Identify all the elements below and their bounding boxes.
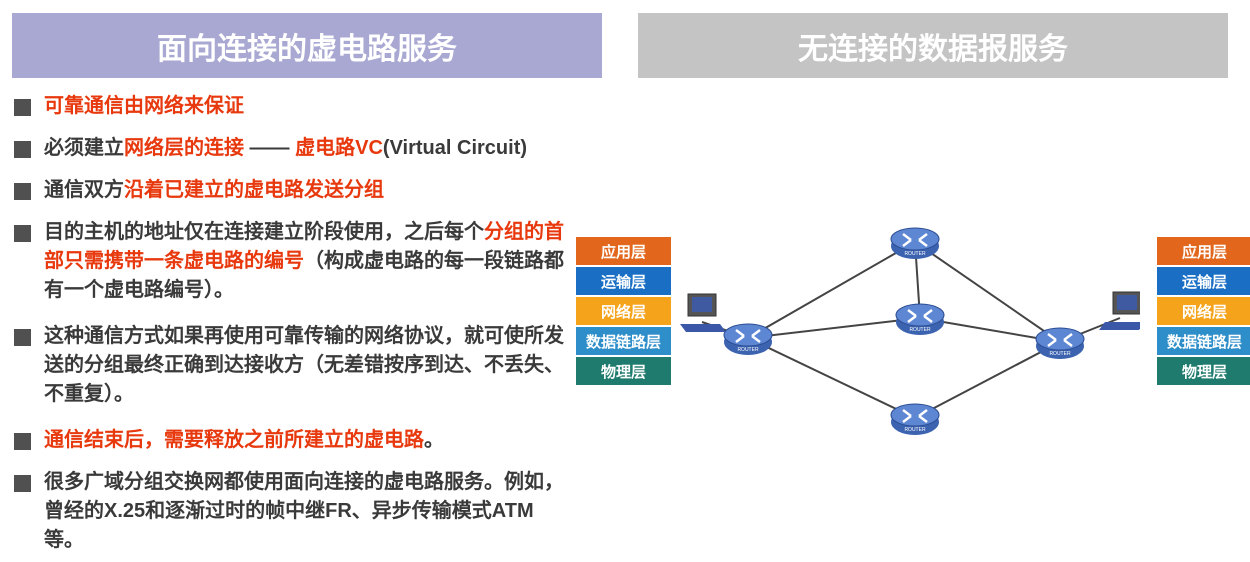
router-icon: ROUTER (890, 227, 940, 259)
bullet-text: 通信双方 (44, 179, 124, 201)
host-left-icon (680, 293, 726, 332)
bullet-text: 目的主机的地址仅在连接建立阶段使用，之后每个 (44, 221, 484, 243)
bullet-text: 沿着已建立的虚电路发送分组 (124, 179, 384, 201)
bullet-item: 通信结束后，需要释放之前所建立的虚电路。 (12, 426, 564, 455)
link (914, 341, 1061, 419)
layer-5: 物理层 (576, 357, 671, 385)
protocol-stack-right: 应用层运输层网络层数据链路层物理层 (1157, 237, 1250, 387)
bullet-item: 通信双方沿着已建立的虚电路发送分组 (12, 176, 644, 205)
protocol-stack-left: 应用层运输层网络层数据链路层物理层 (576, 237, 671, 387)
network-diagram: ROUTER ROUTER ROUTER ROUTER ROUTER (680, 227, 1140, 435)
router-label: ROUTER (737, 347, 759, 353)
layer-4: 数据链路层 (576, 327, 671, 355)
bullet-text: (Virtual Circuit) (382, 137, 528, 159)
router-icon: ROUTER (723, 323, 773, 355)
link (747, 337, 916, 419)
router-label: ROUTER (1049, 351, 1071, 357)
bullet-text: 必须建立 (44, 137, 124, 159)
bullet-text: 虚电路VC (295, 137, 383, 159)
router-icon: ROUTER (890, 403, 940, 435)
layer-2: 运输层 (576, 267, 671, 295)
bullet-square-icon (14, 141, 31, 158)
bullet-square-icon (14, 475, 31, 492)
bullet-item: 很多广域分组交换网都使用面向连接的虚电路服务。例如，曾经的X.25和逐渐过时的帧… (12, 468, 564, 555)
bullet-text: —— (244, 137, 296, 159)
link (747, 317, 921, 339)
bullet-text: （构成虚电路的每一段链路都有一个虚电路编号）。 (44, 250, 564, 301)
bullet-item: 目的主机的地址仅在连接建立阶段使用，之后每个分组的首部只需携带一条虚电路的编号（… (12, 218, 564, 305)
router-icon: ROUTER (1035, 327, 1085, 359)
header-right-label: 无连接的数据报服务 (798, 32, 1068, 66)
bullet-item: 必须建立网络层的连接 —— 虚电路VC(Virtual Circuit) (12, 134, 644, 163)
header-left-label: 面向连接的虚电路服务 (157, 32, 457, 66)
router-label: ROUTER (904, 251, 926, 257)
host-right-icon (1099, 291, 1140, 330)
layer-1: 应用层 (576, 237, 671, 265)
layer-5: 物理层 (1157, 357, 1250, 385)
bullet-text: 网络层的连接 (124, 137, 244, 159)
header-connection-oriented: 面向连接的虚电路服务 (12, 13, 602, 78)
header-connectionless: 无连接的数据报服务 (638, 13, 1228, 78)
layer-1: 应用层 (1157, 237, 1250, 265)
bullet-text: 通信结束后，需要释放之前所建立的虚电路 (44, 429, 424, 451)
layer-2: 运输层 (1157, 267, 1250, 295)
layer-4: 数据链路层 (1157, 327, 1250, 355)
bullet-text: 这种通信方式如果再使用可靠传输的网络协议，就可使所发送的分组最终正确到达接收方（… (44, 325, 564, 405)
router-icon: ROUTER (895, 303, 945, 335)
bullet-text: 分组的首部只需携带一条虚电路的编号 (44, 221, 564, 272)
bullet-square-icon (14, 329, 31, 346)
bullet-text: 。 (424, 429, 444, 451)
link (747, 241, 916, 339)
bullet-square-icon (14, 99, 31, 116)
bullet-square-icon (14, 225, 31, 242)
router-label: ROUTER (909, 327, 931, 333)
layer-3: 网络层 (576, 297, 671, 325)
bullet-item: 可靠通信由网络来保证 (12, 92, 644, 121)
bullet-square-icon (14, 183, 31, 200)
bullet-text: 很多广域分组交换网都使用面向连接的虚电路服务。例如，曾经的X.25和逐渐过时的帧… (44, 471, 564, 551)
link (914, 241, 1061, 343)
router-label: ROUTER (904, 427, 926, 433)
bullet-text: 可靠通信由网络来保证 (44, 95, 244, 117)
bullet-item: 这种通信方式如果再使用可靠传输的网络协议，就可使所发送的分组最终正确到达接收方（… (12, 322, 564, 409)
bullet-square-icon (14, 433, 31, 450)
layer-3: 网络层 (1157, 297, 1250, 325)
